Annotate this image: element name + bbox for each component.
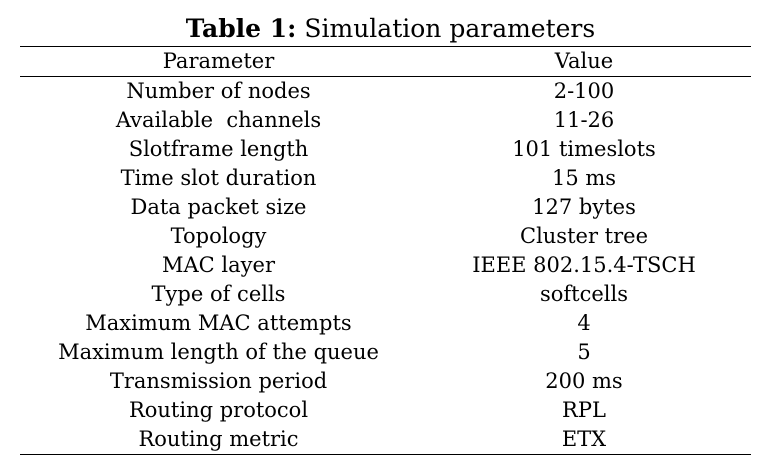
table-row: Slotframe length 101 timeslots	[20, 135, 751, 164]
simulation-parameters-table: Parameter Value Number of nodes 2-100 Av…	[20, 46, 751, 455]
value-cell: 127 bytes	[532, 195, 636, 219]
parameter-cell: Maximum length of the queue	[58, 340, 379, 364]
parameter-cell: Transmission period	[109, 369, 328, 393]
table-body: Number of nodes 2-100 Available channels…	[20, 77, 751, 455]
table-row: Maximum MAC attempts 4	[20, 309, 751, 338]
table-row: Number of nodes 2-100	[20, 77, 751, 107]
value-cell: IEEE 802.15.4-TSCH	[472, 253, 696, 277]
value-cell: 5	[577, 340, 591, 364]
table-caption: Table 1: Simulation parameters	[0, 14, 781, 44]
parameter-cell: Slotframe length	[128, 137, 309, 161]
parameter-cell: Type of cells	[151, 282, 286, 306]
table-row: Transmission period 200 ms	[20, 367, 751, 396]
caption-label: Table 1:	[185, 14, 297, 43]
value-cell: 11-26	[553, 108, 615, 132]
parameter-cell: Available channels	[115, 108, 322, 132]
value-cell: softcells	[539, 282, 629, 306]
parameter-cell: Routing metric	[138, 427, 299, 451]
caption-text: Simulation parameters	[304, 14, 596, 43]
parameter-cell: Time slot duration	[120, 166, 317, 190]
table-row: Routing protocol RPL	[20, 396, 751, 425]
value-cell: Cluster tree	[520, 224, 648, 248]
value-cell: RPL	[562, 398, 606, 422]
value-cell: 101 timeslots	[512, 137, 656, 161]
table-header: Parameter Value	[20, 46, 751, 77]
table-row: Maximum length of the queue 5	[20, 338, 751, 367]
parameter-cell: MAC layer	[162, 253, 275, 277]
value-cell: 2-100	[553, 79, 615, 103]
table-row: Topology Cluster tree	[20, 222, 751, 251]
table-row: Type of cells softcells	[20, 280, 751, 309]
table-row: Data packet size 127 bytes	[20, 193, 751, 222]
parameter-cell: Topology	[170, 224, 267, 248]
table-row: MAC layer IEEE 802.15.4-TSCH	[20, 251, 751, 280]
header-row: Parameter Value	[20, 46, 751, 77]
value-cell: ETX	[561, 427, 607, 451]
parameter-cell: Number of nodes	[126, 79, 311, 103]
value-cell: 15 ms	[551, 166, 617, 190]
value-cell: 200 ms	[545, 369, 623, 393]
parameter-cell: Data packet size	[130, 195, 307, 219]
table-row: Routing metric ETX	[20, 425, 751, 455]
header-parameter: Parameter	[162, 49, 275, 73]
value-cell: 4	[577, 311, 591, 335]
table-row: Time slot duration 15 ms	[20, 164, 751, 193]
table-row: Available channels 11-26	[20, 106, 751, 135]
header-value: Value	[554, 49, 614, 73]
parameter-cell: Maximum MAC attempts	[85, 311, 352, 335]
parameter-cell: Routing protocol	[128, 398, 309, 422]
